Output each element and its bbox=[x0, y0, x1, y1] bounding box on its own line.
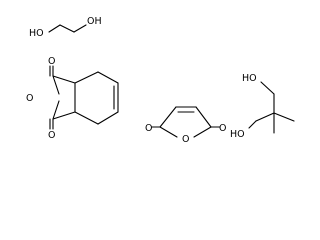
atom-label-ring-oxygen: O bbox=[26, 93, 33, 104]
structure-canvas: HO OH O O O O O bbox=[26, 16, 295, 145]
bond bbox=[52, 111, 76, 120]
atom-label-hydroxyl: HO bbox=[29, 28, 44, 39]
atom-label-hydroxyl: OH bbox=[87, 16, 102, 27]
bond bbox=[52, 75, 60, 95]
molecule-ethylene-glycol: HO OH bbox=[29, 16, 102, 39]
bond bbox=[48, 24, 61, 33]
bond bbox=[248, 120, 257, 129]
atom-label-carbonyl-oxygen: O bbox=[48, 56, 55, 67]
atom-label-hydroxyl: HO bbox=[242, 73, 257, 84]
molecule-maleic-anhydride: O O O bbox=[145, 106, 226, 145]
bond bbox=[255, 112, 275, 122]
bond bbox=[260, 81, 275, 95]
bond bbox=[273, 112, 295, 122]
molecule-neopentyl-glycol: HO HO bbox=[230, 73, 295, 140]
atom-label-ring-oxygen: O bbox=[182, 134, 189, 145]
bond bbox=[195, 106, 212, 128]
atom-label-carbonyl-oxygen: O bbox=[145, 123, 152, 134]
bond bbox=[74, 71, 99, 84]
bond bbox=[52, 75, 76, 84]
bond bbox=[159, 106, 177, 128]
atom-label-carbonyl-oxygen: O bbox=[219, 123, 226, 134]
bond bbox=[97, 71, 119, 84]
atom-label-hydroxyl: HO bbox=[230, 129, 245, 140]
molecule-tetrahydrophthalic-anhydride: O O O bbox=[26, 56, 119, 141]
chemical-structures-drawing: HO OH O O O O O bbox=[26, 16, 295, 145]
bond bbox=[97, 111, 119, 125]
bond bbox=[74, 111, 99, 125]
bond bbox=[193, 126, 212, 138]
bond bbox=[59, 24, 75, 33]
bond bbox=[73, 24, 87, 33]
atom-label-carbonyl-oxygen: O bbox=[48, 130, 55, 141]
bond bbox=[159, 126, 178, 138]
bond bbox=[52, 100, 60, 120]
